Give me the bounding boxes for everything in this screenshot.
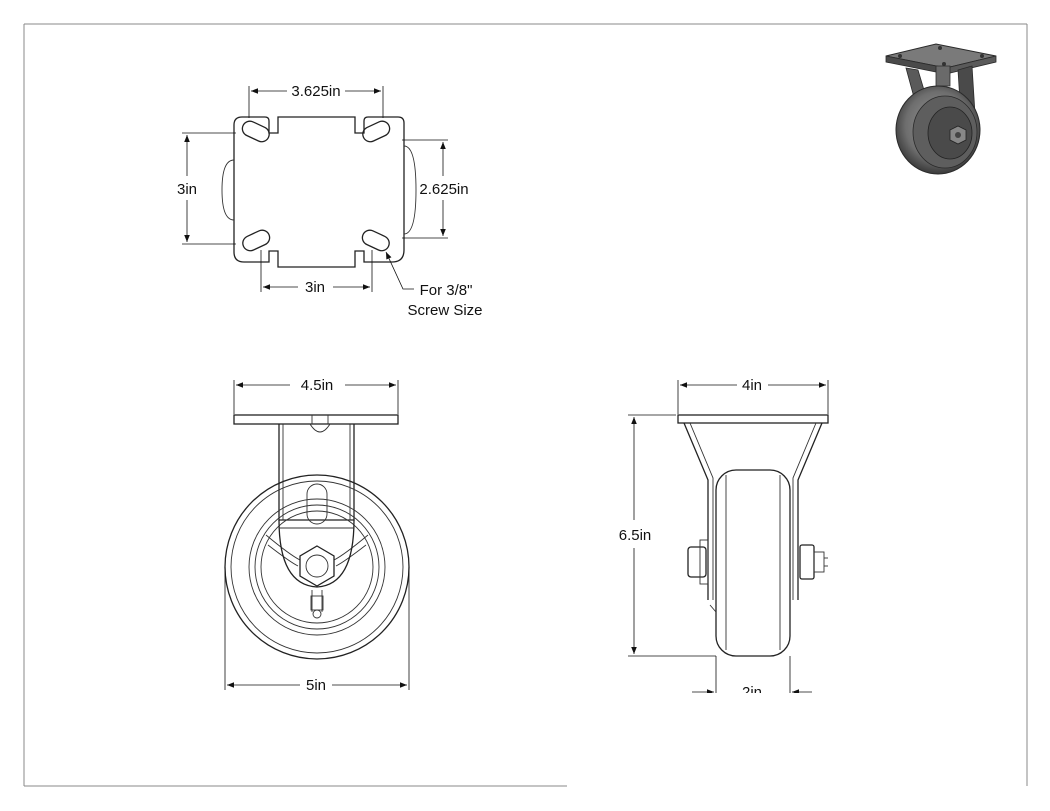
dim-wheel-diameter: 5in bbox=[306, 677, 326, 694]
front-view: 4.5in 5in bbox=[224, 377, 410, 694]
top-view: 3.625in 3in 2.625in 3in For 3/8" Screw S… bbox=[177, 83, 483, 319]
dim-overall-height: 6.5in bbox=[619, 527, 652, 544]
front-plate bbox=[233, 414, 399, 425]
side-axle-nut bbox=[799, 544, 815, 580]
dim-hole-spacing-bottom: 3in bbox=[305, 279, 325, 296]
screw-note-line1: For 3/8" bbox=[420, 282, 473, 299]
wheel-side-right bbox=[403, 145, 417, 235]
axle-nut bbox=[299, 545, 335, 587]
mounting-slot-top-left bbox=[241, 120, 270, 143]
dim-hole-spacing-height: 2.625in bbox=[419, 181, 468, 198]
sheet-border bbox=[23, 23, 1028, 787]
mounting-plate-outline bbox=[233, 116, 405, 268]
dim-plate-height: 3in bbox=[177, 181, 197, 198]
dim-plate-depth: 4in bbox=[742, 377, 762, 394]
front-fork bbox=[278, 424, 355, 521]
side-fork-right bbox=[797, 422, 823, 600]
front-wheel-tire bbox=[224, 474, 410, 660]
mounting-slot-bottom-right bbox=[361, 229, 390, 252]
mounting-slot-bottom-left bbox=[242, 229, 271, 252]
side-view: 4in 6.5in 2in bbox=[619, 377, 829, 705]
wheel-side-left bbox=[221, 159, 235, 221]
dim-hole-spacing-width: 3.625in bbox=[291, 83, 340, 100]
side-axle-head bbox=[687, 546, 707, 578]
dim-plate-width: 4.5in bbox=[301, 377, 334, 394]
side-plate bbox=[677, 414, 829, 424]
mounting-slot-top-right bbox=[362, 120, 391, 143]
isometric-render bbox=[885, 43, 997, 175]
side-wheel bbox=[715, 469, 791, 657]
screw-note-line2: Screw Size bbox=[407, 302, 482, 319]
